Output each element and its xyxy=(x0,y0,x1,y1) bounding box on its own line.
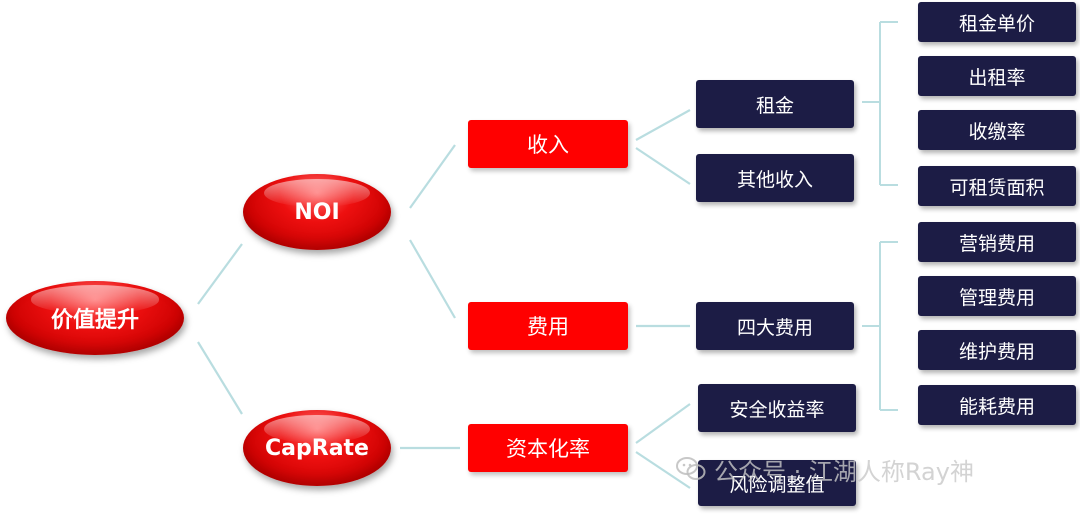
connector-root-caprate xyxy=(197,341,243,415)
expense-item-marketing: 营销费用 xyxy=(918,222,1076,262)
caprate-node: CapRate xyxy=(243,410,391,486)
rent-factor-unit-price: 租金单价 xyxy=(918,2,1076,42)
income-label: 收入 xyxy=(527,133,569,157)
rent-factor-leasable-area: 可租赁面积 xyxy=(918,166,1076,206)
expense-label: 费用 xyxy=(527,315,569,339)
four-expenses-node: 四大费用 xyxy=(696,302,854,350)
noi-label: NOI xyxy=(294,199,340,225)
connector-noi-income xyxy=(409,144,456,209)
safe-yield-label: 安全收益率 xyxy=(729,398,825,421)
income-node: 收入 xyxy=(468,120,628,168)
cap-rate-label: 资本化率 xyxy=(506,437,590,461)
other-income-node: 其他收入 xyxy=(696,154,854,202)
risk-adjustment-label: 风险调整值 xyxy=(729,473,825,496)
expense-item-label: 能耗费用 xyxy=(958,395,1035,418)
cap-rate-node: 资本化率 xyxy=(468,424,628,472)
expense-node: 费用 xyxy=(468,302,628,350)
expense-item-label: 营销费用 xyxy=(958,232,1035,255)
root-label: 价值提升 xyxy=(50,308,139,333)
caprate-label: CapRate xyxy=(265,435,369,461)
connector-rate-risk xyxy=(635,451,691,489)
expense-item-maintenance: 维护费用 xyxy=(918,330,1076,370)
rent-factor-occupancy: 出租率 xyxy=(918,56,1076,96)
rent-factor-label: 出租率 xyxy=(968,66,1026,89)
risk-adjustment-node: 风险调整值 xyxy=(698,460,856,506)
rent-factor-label: 可租赁面积 xyxy=(949,176,1045,199)
connector-rate-safe xyxy=(635,403,691,444)
connector-root-noi xyxy=(197,243,243,305)
noi-node: NOI xyxy=(243,174,391,250)
connector-income-rent xyxy=(635,109,691,141)
four-expenses-label: 四大费用 xyxy=(736,316,813,339)
rent-factor-collection: 收缴率 xyxy=(918,110,1076,150)
connector-income-other xyxy=(635,147,691,185)
root-node: 价值提升 xyxy=(6,281,184,355)
rent-factor-label: 收缴率 xyxy=(968,120,1026,143)
connector-noi-expense xyxy=(409,239,456,319)
rent-label: 租金 xyxy=(755,94,794,117)
expense-item-management: 管理费用 xyxy=(918,276,1076,316)
expense-item-energy: 能耗费用 xyxy=(918,385,1076,425)
other-income-label: 其他收入 xyxy=(736,168,813,191)
safe-yield-node: 安全收益率 xyxy=(698,384,856,432)
expense-item-label: 管理费用 xyxy=(958,286,1035,309)
bracket-expense-items xyxy=(862,241,898,411)
expense-item-label: 维护费用 xyxy=(958,340,1035,363)
bracket-rent-factors xyxy=(862,21,898,186)
rent-node: 租金 xyxy=(696,80,854,128)
rent-factor-label: 租金单价 xyxy=(958,12,1035,35)
